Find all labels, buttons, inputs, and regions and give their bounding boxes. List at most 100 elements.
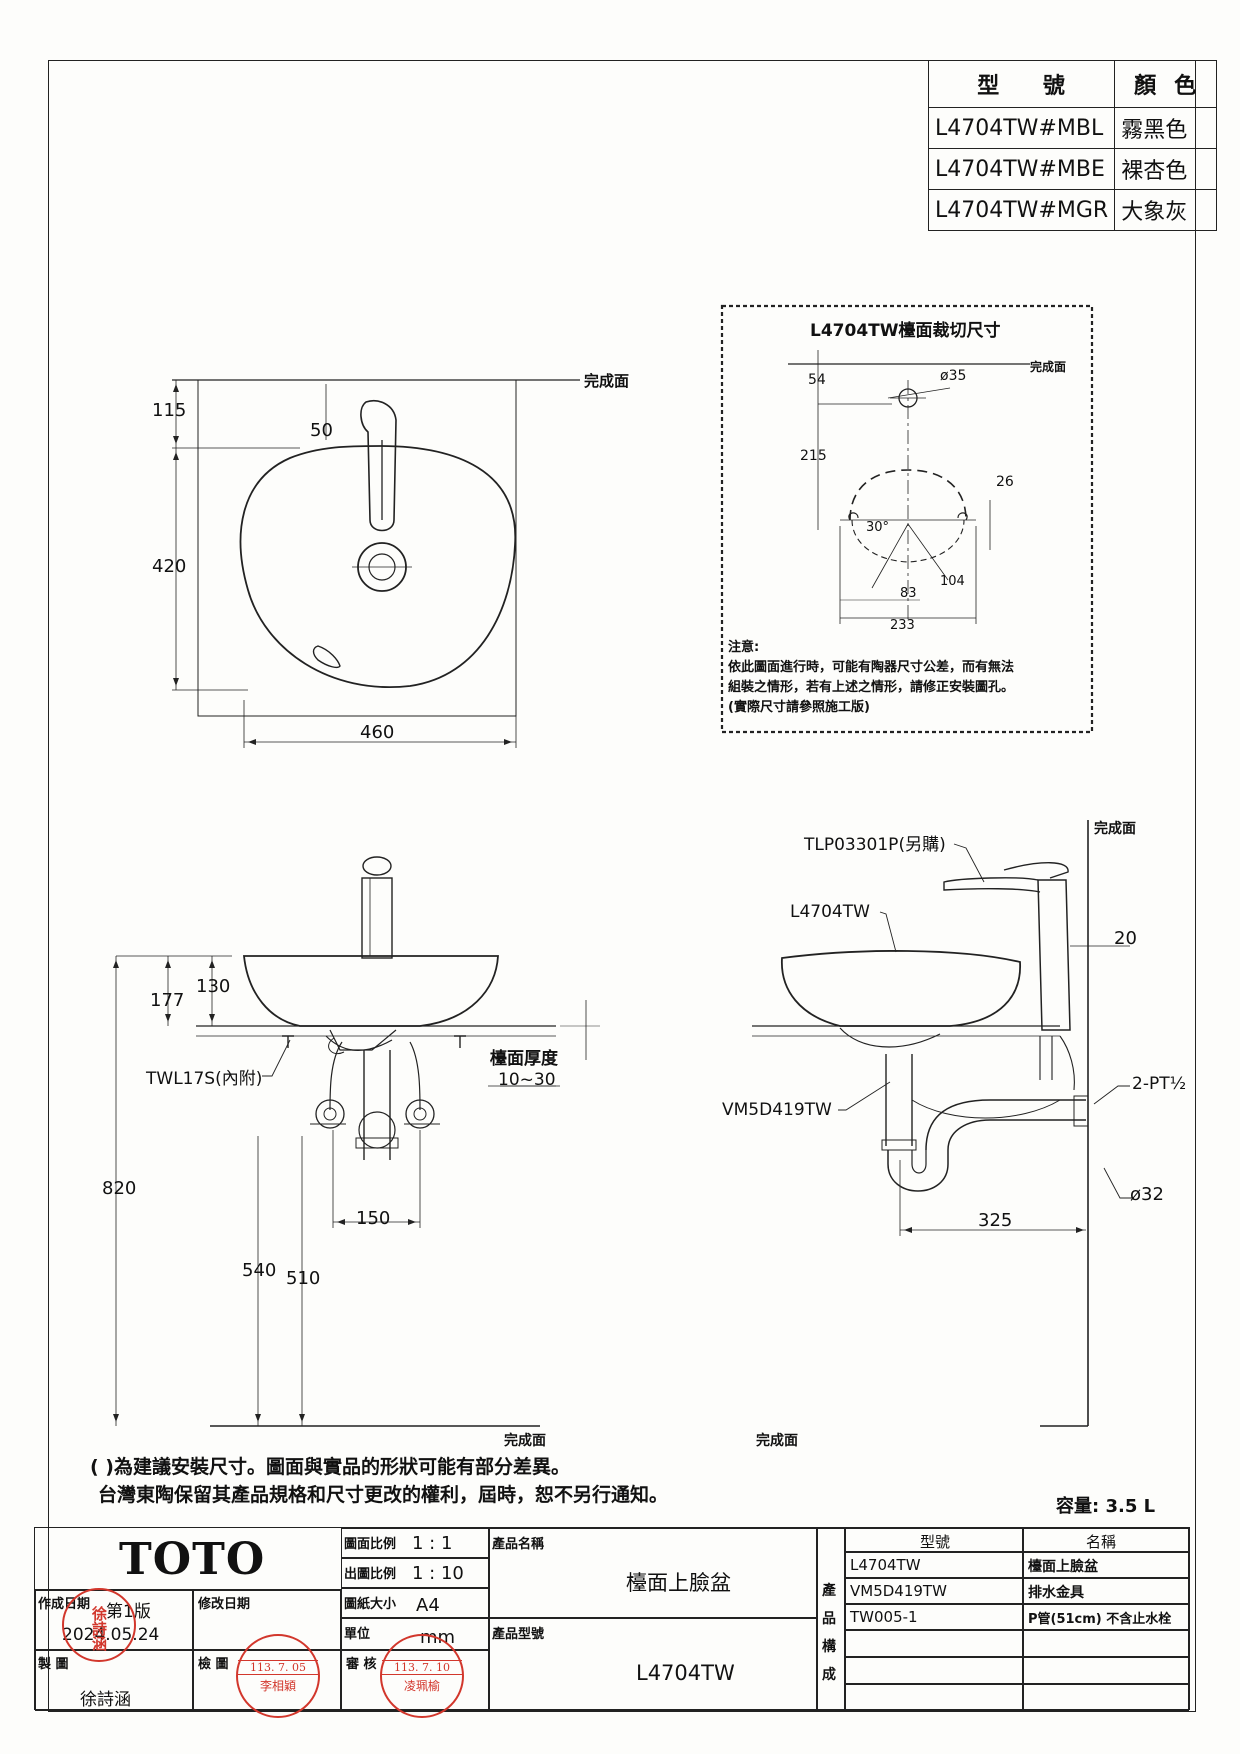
product-name-label: 產品名稱 bbox=[492, 1537, 545, 1552]
product-name: 檯面上臉盆 bbox=[626, 1571, 731, 1595]
scale-cell: 圖面比例 1 : 1 bbox=[341, 1528, 489, 1558]
basin-label: L4704TW bbox=[790, 902, 870, 922]
part-row: L4704TW bbox=[845, 1552, 1023, 1578]
counter-thickness-label: 檯面厚度 bbox=[490, 1049, 558, 1069]
drawn-seal-text: 徐詩涵 bbox=[90, 1605, 108, 1651]
product-model: L4704TW bbox=[636, 1661, 735, 1685]
check-seal-date: 113. 7. 05 bbox=[238, 1660, 318, 1675]
cutout-note-line: 組裝之情形，若有上述之情形，請修正安裝圖孔。 bbox=[728, 680, 1015, 695]
cutout-note-line: (實際尺寸請參照施工版) bbox=[728, 700, 870, 715]
part-row-empty bbox=[1023, 1684, 1189, 1711]
cutout-finish-label: 完成面 bbox=[1030, 360, 1067, 374]
unit-label: 單位 bbox=[344, 1627, 371, 1642]
paper-value: A4 bbox=[416, 1595, 440, 1616]
part-row: P管(51cm) 不含止水栓 bbox=[1023, 1604, 1189, 1630]
part-row-empty bbox=[1023, 1630, 1189, 1657]
dim-150: 150 bbox=[356, 1208, 391, 1229]
finish-surface-label: 完成面 bbox=[584, 372, 630, 390]
dim-233: 233 bbox=[890, 618, 915, 633]
bracket-label: TWL17S(內附) bbox=[146, 1069, 263, 1089]
drawn-label: 製 圖 bbox=[38, 1657, 69, 1672]
model-cell: L4704TW#MBE bbox=[927, 148, 1116, 190]
paper-cell: 圖紙大小 A4 bbox=[341, 1588, 489, 1618]
cutout-note-title: 注意: bbox=[728, 640, 760, 655]
check-label: 檢 圖 bbox=[198, 1657, 229, 1672]
drawn-cell: 製 圖 徐詩涵 bbox=[35, 1650, 193, 1711]
output-scale-label: 出圖比例 bbox=[344, 1567, 397, 1582]
faucet-label: TLP03301P(另購) bbox=[804, 835, 946, 855]
drain-label: VM5D419TW bbox=[722, 1100, 832, 1120]
part-name: 排水金具 bbox=[1028, 1585, 1084, 1601]
dim-83: 83 bbox=[900, 586, 917, 601]
part-row: TW005-1 bbox=[845, 1604, 1023, 1630]
review-seal-name: 凌珮榆 bbox=[403, 1679, 440, 1693]
dim-35: ø35 bbox=[940, 368, 967, 384]
part-row-empty bbox=[845, 1684, 1023, 1711]
dim-104: 104 bbox=[940, 574, 965, 589]
composition-label-cell: 產品構成 bbox=[817, 1528, 845, 1711]
part-row-empty bbox=[1023, 1657, 1189, 1684]
cutout-note-line: 依此圖面進行時，可能有陶器尺寸公差，而有無法 bbox=[728, 660, 1015, 675]
part-name: 檯面上臉盆 bbox=[1028, 1559, 1098, 1575]
product-model-label: 產品型號 bbox=[492, 1627, 545, 1642]
parts-header-model: 型號 bbox=[845, 1528, 1023, 1552]
part-row-empty bbox=[845, 1630, 1023, 1657]
part-row: 排水金具 bbox=[1023, 1578, 1189, 1604]
drawn-name: 徐詩涵 bbox=[80, 1690, 131, 1710]
composition-label: 產品構成 bbox=[822, 1583, 836, 1683]
cutout-title: L4704TW檯面裁切尺寸 bbox=[810, 321, 1001, 341]
review-label: 審 核 bbox=[346, 1657, 377, 1672]
scale-value: 1 : 1 bbox=[412, 1533, 453, 1554]
review-seal: 113. 7. 10 凌珮榆 bbox=[380, 1634, 464, 1718]
revised-label: 修改日期 bbox=[198, 1597, 251, 1612]
dim-460: 460 bbox=[360, 722, 395, 743]
drawn-seal: 徐詩涵 bbox=[62, 1588, 136, 1662]
paper-label: 圖紙大小 bbox=[344, 1597, 397, 1612]
product-name-cell: 產品名稱 檯面上臉盆 bbox=[489, 1528, 817, 1618]
model-cell: L4704TW#MGR bbox=[927, 189, 1116, 231]
counter-thickness-range: 10~30 bbox=[498, 1070, 556, 1090]
dim-20: 20 bbox=[1114, 928, 1137, 949]
dim-30: 30° bbox=[866, 520, 890, 535]
product-model-cell: 產品型號 L4704TW bbox=[489, 1618, 817, 1711]
part-row: VM5D419TW bbox=[845, 1578, 1023, 1604]
color-cell: 大象灰 bbox=[1114, 189, 1218, 231]
review-seal-date: 113. 7. 10 bbox=[382, 1660, 462, 1675]
finish-surface-label: 完成面 bbox=[1094, 821, 1136, 837]
finish-surface-label: 完成面 bbox=[756, 1433, 798, 1449]
output-scale-cell: 出圖比例 1 : 10 bbox=[341, 1558, 489, 1588]
title-block: TOTO 作成日期 第1版 2024.05.24 修改日期 製 圖 徐詩涵 檢 … bbox=[34, 1527, 1190, 1711]
dim-510: 510 bbox=[286, 1268, 321, 1289]
check-seal: 113. 7. 05 李相穎 bbox=[236, 1634, 320, 1718]
part-row: 檯面上臉盆 bbox=[1023, 1552, 1189, 1578]
dim-540: 540 bbox=[242, 1260, 277, 1281]
drawing-frame bbox=[48, 60, 1196, 1712]
pt-label: 2-PT½ bbox=[1132, 1074, 1187, 1094]
model-cell: L4704TW#MBL bbox=[927, 107, 1116, 149]
finish-surface-label: 完成面 bbox=[504, 1433, 546, 1449]
dim-26: 26 bbox=[996, 474, 1014, 490]
dim-32: ø32 bbox=[1130, 1184, 1164, 1205]
part-model: L4704TW bbox=[850, 1556, 921, 1574]
part-name: P管(51cm) 不含止水栓 bbox=[1028, 1612, 1172, 1627]
dim-177: 177 bbox=[150, 990, 185, 1011]
dim-130: 130 bbox=[196, 976, 231, 997]
parts-header-name-label: 名稱 bbox=[1086, 1533, 1117, 1551]
note-line-1: ( )為建議安裝尺寸。圖面與實品的形狀可能有部分差異。 bbox=[90, 1456, 570, 1478]
check-seal-name: 李相穎 bbox=[259, 1679, 296, 1693]
parts-header-name: 名稱 bbox=[1023, 1528, 1189, 1552]
scale-label: 圖面比例 bbox=[344, 1537, 397, 1552]
color-table: 型 號 顏色 L4704TW#MBL 霧黑色 L4704TW#MBE 裸杏色 L… bbox=[927, 60, 1218, 231]
dim-50: 50 bbox=[310, 420, 333, 441]
dim-115: 115 bbox=[152, 400, 187, 421]
parts-header-model-label: 型號 bbox=[920, 1533, 951, 1551]
dim-54: 54 bbox=[808, 372, 826, 388]
output-scale-value: 1 : 10 bbox=[412, 1563, 464, 1584]
dim-325: 325 bbox=[978, 1210, 1013, 1231]
dim-820: 820 bbox=[102, 1178, 137, 1199]
color-cell: 霧黑色 bbox=[1114, 107, 1218, 149]
logo-area: TOTO bbox=[35, 1528, 341, 1590]
part-model: VM5D419TW bbox=[850, 1582, 947, 1600]
capacity: 容量: 3.5 L bbox=[1056, 1496, 1156, 1517]
